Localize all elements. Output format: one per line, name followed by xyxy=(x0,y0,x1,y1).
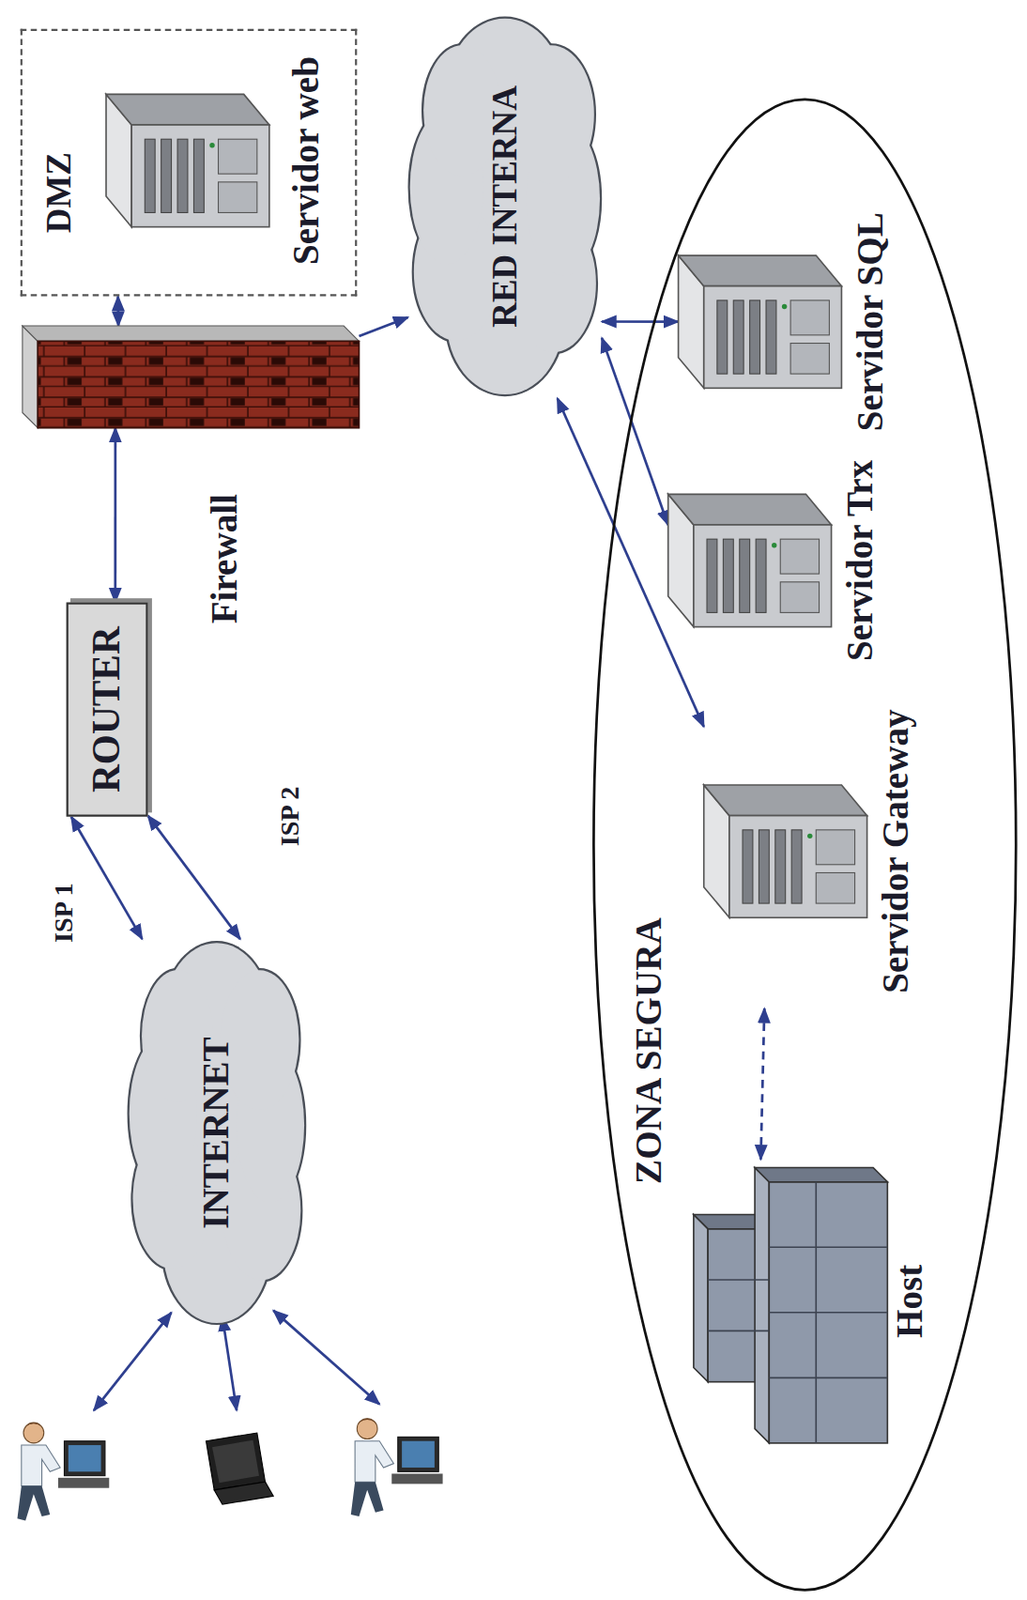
server-node: Servidor web xyxy=(85,43,346,278)
node-label: INTERNET xyxy=(195,1036,238,1228)
server-icon xyxy=(668,493,832,627)
node-label: ZONA SEGURA xyxy=(628,917,671,1184)
network-link xyxy=(358,317,408,337)
network-link xyxy=(116,296,120,327)
network-link xyxy=(71,816,143,939)
secure-zone: ZONA SEGURA Host Servidor Gateway Servidor … xyxy=(591,97,1018,1593)
user-workstation xyxy=(351,1418,444,1517)
node-label: Host xyxy=(889,1159,933,1443)
dmz-zone: DMZ Servidor web xyxy=(20,29,358,297)
host-node: Host xyxy=(693,1159,934,1443)
node-label: Servidor SQL xyxy=(849,199,892,444)
router-box: ROUTER xyxy=(66,602,149,817)
host-icon xyxy=(693,1167,888,1443)
user-link xyxy=(273,1310,380,1405)
user-link xyxy=(222,1316,237,1411)
user-workstation xyxy=(16,1422,109,1520)
network-link xyxy=(557,398,705,727)
server-node: Servidor Trx xyxy=(668,444,885,677)
isp-label: ISP 1 xyxy=(48,879,79,946)
user-links xyxy=(93,1310,380,1411)
node-label: RED INTERNA xyxy=(485,85,525,328)
network-link xyxy=(148,815,241,939)
network-cloud: RED INTERNA xyxy=(408,15,602,399)
node-label: Firewall xyxy=(203,493,246,624)
brick-wall xyxy=(22,325,360,429)
internet-cloud: INTERNET xyxy=(127,938,307,1327)
server-node: Servidor Gateway xyxy=(704,693,920,1009)
network-link xyxy=(601,337,669,525)
firewall-wall: Firewall xyxy=(22,325,360,429)
node-label: Servidor Gateway xyxy=(874,693,918,1009)
dashed-link xyxy=(760,1008,765,1160)
server-node: Servidor SQL xyxy=(678,199,895,444)
user-laptop xyxy=(205,1432,274,1504)
server-icon xyxy=(704,784,868,918)
network-link xyxy=(601,320,678,323)
isp-label: ISP 2 xyxy=(275,782,307,849)
node-label: ROUTER xyxy=(84,626,129,793)
node-label: DMZ xyxy=(38,152,78,233)
server-icon xyxy=(106,93,270,227)
user-link xyxy=(93,1312,172,1411)
node-label: Servidor Trx xyxy=(839,444,882,677)
server-icon xyxy=(678,255,843,388)
node-label: Servidor web xyxy=(285,43,328,278)
network-link xyxy=(113,428,117,603)
